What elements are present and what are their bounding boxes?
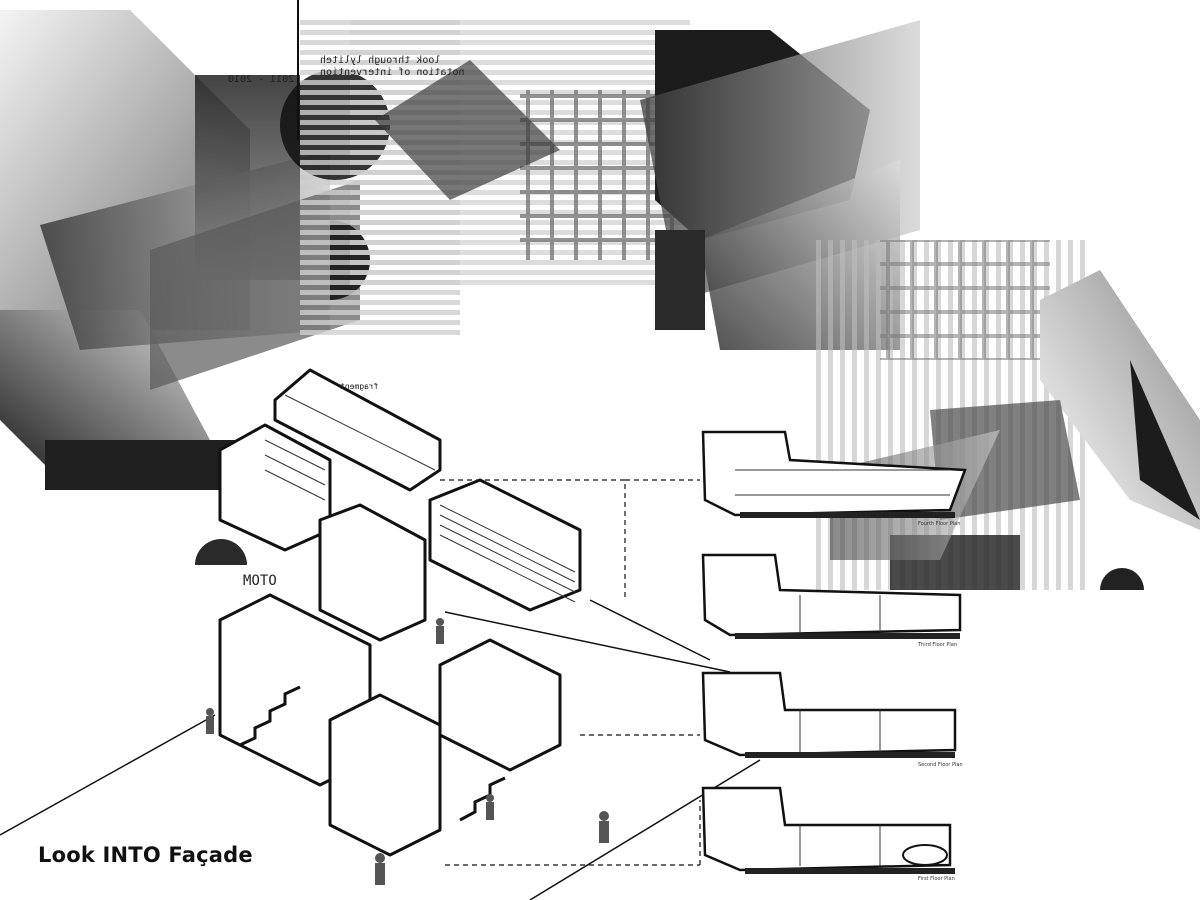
floor-plans <box>701 430 967 872</box>
building-volume <box>318 503 427 642</box>
building-volume <box>273 368 442 492</box>
plan-outline <box>701 430 967 517</box>
collage-shape <box>880 240 1050 360</box>
collage-small-text: fragment <box>340 382 379 391</box>
collage-shape <box>195 539 247 565</box>
axonometric-building <box>218 368 582 857</box>
collage-shape <box>1130 360 1200 520</box>
poster-title: Look INTO Façade <box>38 843 253 867</box>
building-volume <box>428 478 582 612</box>
people-figures <box>206 618 609 885</box>
building-volume <box>328 693 442 857</box>
plan-shadows <box>735 512 960 874</box>
collage-line-a: look through lyliteh <box>320 55 441 66</box>
plan-outline <box>701 671 957 757</box>
plan-label-first: First Floor Plan <box>918 876 955 882</box>
plan-label-fourth: Fourth Floor Plan <box>918 521 961 527</box>
plan-outline <box>701 786 952 872</box>
collage-shape <box>375 60 560 200</box>
axonometric-hatching <box>264 394 576 603</box>
building-volume <box>438 638 562 772</box>
plan-label-second: Second Floor Plan <box>918 762 963 768</box>
ground-lines <box>0 599 761 900</box>
plan-interior-lines <box>735 469 950 866</box>
collage-shape <box>1100 568 1144 590</box>
otom-text: OTOM <box>243 573 277 589</box>
plan-outline <box>701 553 962 637</box>
leader-lines <box>440 479 701 866</box>
collage-line-b: notation of intervention <box>320 67 465 78</box>
car-icon <box>902 844 948 866</box>
plan-label-third: Third Floor Plan <box>918 642 958 648</box>
collage-shape <box>655 230 705 330</box>
axonometric-stairs <box>239 685 506 822</box>
building-volume <box>218 423 332 552</box>
collage-years-text: 2011 - 2010 <box>228 74 295 85</box>
